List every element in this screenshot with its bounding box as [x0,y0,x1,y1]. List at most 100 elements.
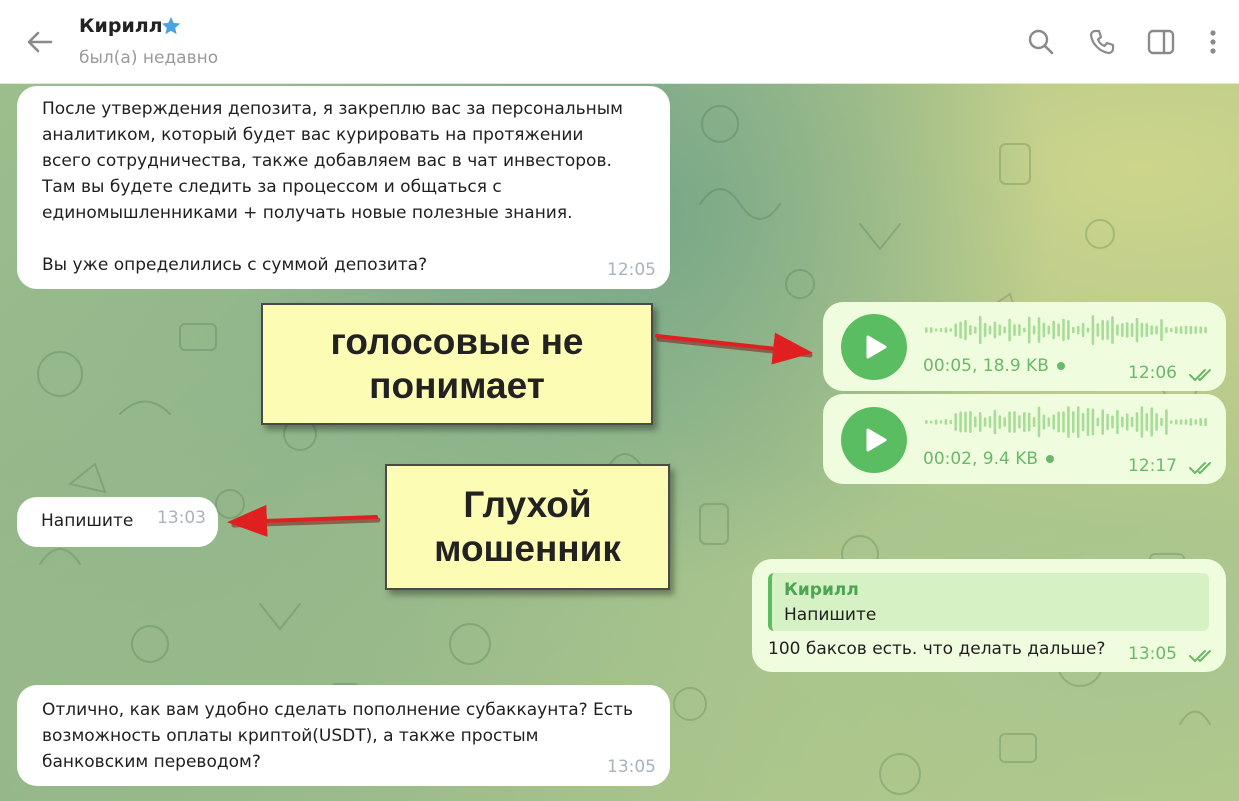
waveform-bar [1179,326,1183,334]
message-text: 100 баксов есть. что делать дальше? [768,639,1106,659]
waveform-bar [1199,417,1202,427]
voice-message[interactable]: 00:02, 9.4 KB 12:17 [823,394,1226,484]
waveform-bar [1125,413,1129,431]
waveform-bar [1081,412,1085,432]
voice-message[interactable]: 00:05, 18.9 KB 12:06 [823,302,1226,391]
waveform-bar [1018,324,1021,336]
waveform-bar [944,419,948,425]
waveform-bar [934,419,938,425]
waveform-bar [1106,413,1109,431]
waveform-bar [1189,325,1193,335]
waveform-bar [1170,420,1173,424]
waveform-bar [1067,406,1070,438]
waveform-bar [988,416,992,428]
reply-text: Напишите [784,605,877,625]
phone-icon[interactable] [1087,27,1117,57]
waveform-bar [1184,419,1188,425]
waveform-bar [925,420,928,424]
waveform-bar [1101,319,1104,341]
waveform-bar [939,420,943,424]
waveform-bar [1155,413,1158,431]
waveform-bar [1091,408,1095,436]
waveform-bar [1140,322,1144,338]
waveform-bar [1145,322,1149,338]
waveform-bar [1086,327,1090,333]
voice-meta: 00:02, 9.4 KB [923,449,1055,469]
waveform-bar [1076,325,1080,335]
waveform-bar [1023,411,1026,433]
waveform-bar [1086,407,1090,437]
waveform-bar [998,324,1002,336]
waveform-bar [944,327,948,333]
waveform-bar [1135,317,1139,343]
double-check-icon [1189,650,1211,662]
waveform-bar [1081,322,1085,338]
voice-duration-size: 00:02, 9.4 KB [923,449,1039,469]
waveform-bar [1179,419,1183,425]
waveform-bar [1072,411,1075,433]
waveform-bar [1204,418,1207,426]
waveform-bar [954,323,957,337]
waveform-bar [1027,412,1031,432]
waveform-bar [1032,416,1036,428]
sidebar-panel-icon[interactable] [1146,27,1176,57]
waveform-bar [1130,322,1134,338]
message-time: 12:17 [1128,456,1177,476]
contact-name[interactable]: Кирилл [79,15,163,37]
message-incoming[interactable]: Напишите 13:03 [17,497,218,547]
waveform-bar [1096,417,1100,427]
waveform-bar [1116,324,1119,336]
waveform-bar [1027,316,1031,344]
waveform-bar [1013,324,1016,336]
waveform-bar [1096,323,1100,337]
message-time: 13:05 [607,757,656,777]
waveform-bar [1121,416,1124,428]
waveform-bar [1062,411,1065,433]
play-button[interactable] [841,314,907,380]
message-incoming[interactable]: Отлично, как вам удобно сделать пополнен… [17,685,670,786]
message-time: 13:05 [1128,644,1177,664]
voice-waveform[interactable] [923,313,1213,347]
waveform-bar [1008,318,1011,342]
waveform-bar [1003,326,1006,334]
waveform-bar [978,315,982,345]
waveform-bar [1125,322,1129,338]
waveform-bar [1145,413,1149,431]
reply-quote[interactable]: Кирилл Напишите [768,573,1209,631]
play-button[interactable] [841,407,907,473]
waveform-bar [1170,327,1173,333]
waveform-bar [1018,415,1021,429]
waveform-bar [988,325,992,335]
waveform-bar [934,328,938,332]
waveform-bar [1160,318,1163,342]
waveform-bar [1052,414,1055,430]
annotation-note: голосовые не понимает [261,303,653,425]
search-icon[interactable] [1026,27,1056,57]
waveform-bar [998,415,1002,429]
waveform-bar [1116,409,1119,435]
waveform-bar [974,326,977,334]
waveform-bar [1165,326,1168,334]
waveform-bar [993,321,997,339]
waveform-bar [964,411,967,433]
waveform-bar [1052,320,1055,340]
waveform-bar [1037,317,1041,343]
more-vertical-icon[interactable] [1198,27,1228,57]
message-time: 12:05 [607,260,656,280]
double-check-icon [1189,462,1211,474]
waveform-bar [1047,417,1051,427]
waveform-bar [1037,406,1041,438]
waveform-bar [1072,326,1075,334]
unplayed-dot [1056,362,1065,370]
waveform-bar [1106,320,1109,340]
voice-waveform[interactable] [923,405,1213,439]
waveform-bar [1076,406,1080,438]
reply-author: Кирилл [784,580,859,600]
message-outgoing[interactable]: Кирилл Напишите 100 баксов есть. что дел… [752,559,1226,672]
waveform-bar [1140,406,1144,438]
annotation-note: Глухой мошенник [385,464,670,590]
message-incoming[interactable]: После утверждения депозита, я закреплю в… [17,86,670,289]
waveform-bar [1130,416,1134,428]
message-time: 12:06 [1128,363,1177,383]
back-arrow-icon[interactable] [24,26,56,58]
